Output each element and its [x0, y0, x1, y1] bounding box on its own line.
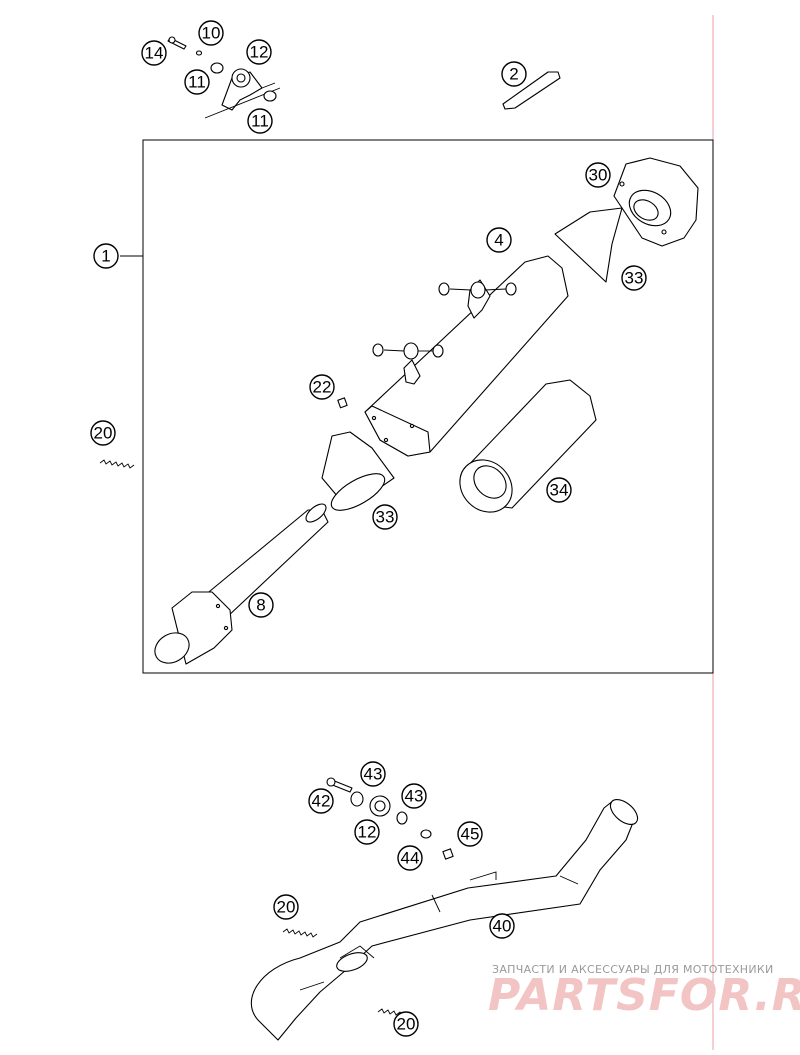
nut-part-45	[442, 848, 454, 860]
svg-text:1: 1	[101, 247, 110, 266]
svg-text:8: 8	[256, 596, 265, 615]
washer-part-43-right	[396, 811, 408, 825]
svg-text:20: 20	[277, 898, 296, 917]
cone-part-33-lower	[321, 431, 395, 511]
callout-34: 34	[546, 477, 572, 503]
mount-bracket-top	[167, 36, 281, 119]
rubber-part-12-lower	[369, 795, 391, 817]
cone-part-33-upper	[554, 207, 623, 283]
svg-text:33: 33	[376, 508, 395, 527]
gasket-part-2	[502, 71, 561, 110]
end-cap-part-30	[613, 157, 699, 247]
callout-12-top: 12	[246, 39, 272, 65]
callout-8: 8	[248, 592, 274, 618]
inner-tube-part-8	[154, 503, 329, 665]
callout-43-right: 43	[401, 783, 427, 809]
callout-43-left: 43	[360, 761, 386, 787]
svg-text:33: 33	[625, 269, 644, 288]
callout-2: 2	[501, 61, 527, 87]
callout-20-left: 20	[90, 420, 116, 446]
svg-text:11: 11	[251, 112, 269, 131]
callout-45: 45	[457, 821, 483, 847]
silencer-assembly-frame	[142, 139, 714, 674]
callout-1: 1	[93, 243, 119, 269]
callout-4: 4	[486, 227, 512, 253]
callout-33-lower: 33	[372, 504, 398, 530]
svg-text:43: 43	[364, 765, 383, 784]
watermark-caption: ЗАПЧАСТИ И АКСЕССУАРЫ ДЛЯ МОТОТЕХНИКИ	[492, 963, 774, 976]
svg-text:12: 12	[250, 43, 269, 62]
svg-text:22: 22	[313, 378, 332, 397]
callout-33-upper: 33	[621, 265, 647, 291]
spring-part-20-middle	[282, 928, 318, 938]
screw-part-22	[337, 397, 348, 409]
svg-text:43: 43	[405, 787, 424, 806]
svg-text:2: 2	[509, 65, 518, 84]
callout-44: 44	[397, 845, 423, 871]
svg-text:45: 45	[461, 825, 480, 844]
svg-text:30: 30	[589, 166, 608, 185]
callout-40: 40	[489, 913, 515, 939]
callout-14: 14	[141, 40, 167, 66]
callout-42: 42	[308, 788, 334, 814]
svg-text:12: 12	[358, 823, 377, 842]
svg-text:10: 10	[202, 24, 221, 43]
callout-22: 22	[309, 374, 335, 400]
watermark-logo: PARTSFOR.RU	[488, 970, 800, 1021]
header-pipe-part-40	[250, 799, 639, 1041]
svg-text:44: 44	[401, 849, 420, 868]
callout-12-lower: 12	[354, 819, 380, 845]
svg-text:20: 20	[397, 1015, 416, 1034]
svg-text:11: 11	[188, 73, 206, 92]
svg-text:14: 14	[145, 44, 164, 63]
svg-text:42: 42	[312, 792, 331, 811]
svg-text:20: 20	[94, 424, 113, 443]
svg-text:34: 34	[550, 481, 569, 500]
callout-10: 10	[198, 20, 224, 46]
svg-text:4: 4	[494, 231, 503, 250]
callout-20-bottom: 20	[393, 1011, 419, 1037]
mount-bolt-part-42	[326, 777, 353, 793]
callout-11-bottom: 11	[247, 108, 273, 134]
spring-part-20-left	[99, 459, 135, 469]
callout-11-top: 11	[184, 69, 210, 95]
callout-20-middle: 20	[273, 894, 299, 920]
washer-part-44	[420, 829, 432, 839]
callout-30: 30	[585, 162, 611, 188]
svg-text:40: 40	[493, 917, 512, 936]
washer-part-43-left	[350, 791, 364, 807]
silencer-body-part-4	[364, 255, 569, 457]
packing-part-34	[459, 379, 597, 513]
